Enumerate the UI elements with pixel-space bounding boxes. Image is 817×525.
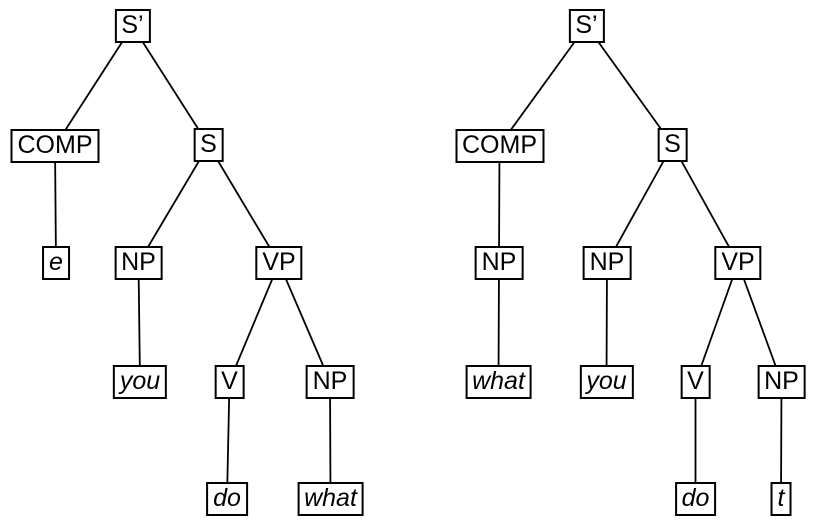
tree-edge-right-np1-what bbox=[497, 262, 500, 382]
tree-edge-left-s-vp bbox=[207, 144, 280, 264]
tree-node-right-np3: NP bbox=[757, 365, 806, 399]
tree-edge-left-comp-e bbox=[54, 145, 57, 263]
tree-edge-left-s-np1 bbox=[137, 144, 210, 264]
tree-edge-right-s-np2 bbox=[606, 144, 674, 264]
tree-node-left-vp: VP bbox=[255, 246, 303, 280]
tree-edge-right-vp-v bbox=[694, 262, 739, 383]
tree-edge-left-np2-what bbox=[329, 381, 332, 499]
tree-edge-right-comp-np1 bbox=[498, 145, 501, 264]
tree-node-left-what: what bbox=[297, 481, 364, 516]
tree-node-left-np2: NP bbox=[305, 364, 355, 399]
tree-edge-right-sbar-s bbox=[585, 24, 674, 146]
tree-edge-right-np3-t bbox=[780, 381, 783, 500]
tree-node-left-you: you bbox=[112, 364, 168, 399]
tree-node-right-np1: NP bbox=[474, 246, 524, 280]
tree-node-left-comp: COMP bbox=[10, 129, 100, 163]
tree-node-right-comp: COMP bbox=[455, 128, 544, 163]
tree-edge-left-vp-v bbox=[228, 262, 280, 382]
tree-edge-right-sbar-comp bbox=[498, 24, 588, 147]
tree-edge-right-np2-you bbox=[605, 262, 608, 382]
tree-node-left-sbar: S’ bbox=[114, 9, 151, 43]
tree-node-left-do: do bbox=[206, 481, 248, 516]
tree-edge-left-sbar-comp bbox=[54, 25, 134, 147]
tree-node-left-s: S bbox=[193, 128, 224, 162]
tree-edge-left-v-do bbox=[226, 381, 231, 499]
tree-node-right-do: do bbox=[674, 482, 717, 516]
tree-node-left-e: e bbox=[42, 245, 70, 280]
tree-edge-left-vp-np2 bbox=[278, 262, 331, 382]
tree-node-right-you: you bbox=[579, 364, 634, 399]
tree-node-right-np2: NP bbox=[582, 246, 632, 280]
tree-edge-left-sbar-s bbox=[131, 25, 210, 146]
tree-node-right-sbar: S’ bbox=[568, 8, 605, 43]
tree-node-left-v: V bbox=[214, 364, 245, 399]
tree-node-right-v: V bbox=[680, 365, 711, 399]
tree-edge-right-vp-np3 bbox=[737, 262, 783, 383]
tree-node-right-what: what bbox=[465, 364, 532, 399]
tree-node-right-s: S bbox=[657, 128, 688, 162]
tree-edge-right-s-vp bbox=[671, 144, 739, 264]
tree-node-right-vp: VP bbox=[714, 246, 762, 280]
tree-edge-left-np1-you bbox=[137, 262, 141, 382]
tree-node-left-np1: NP bbox=[114, 246, 163, 280]
tree-node-right-t: t bbox=[770, 482, 792, 516]
